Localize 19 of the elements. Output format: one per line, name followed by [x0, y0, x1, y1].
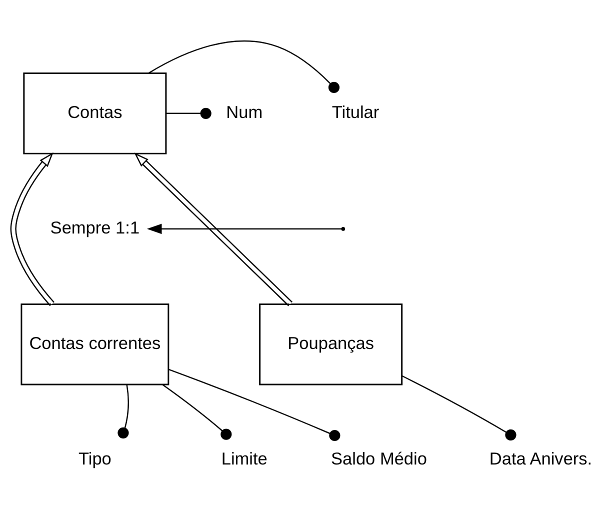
node-box: Contas correntes [20, 303, 170, 386]
node-text: Titular [332, 102, 380, 122]
connector [166, 108, 212, 119]
node-box: Contas [23, 72, 167, 154]
node-text: Saldo Médio [330, 448, 427, 468]
node-text: Num [226, 102, 263, 122]
connector [162, 384, 232, 440]
node-text: Tipo [78, 448, 112, 468]
connector [148, 40, 340, 94]
node-text: Limite [221, 448, 268, 468]
connector [168, 368, 340, 442]
arrow [134, 152, 293, 306]
arrow [10, 152, 54, 306]
node-text: Data Anivers. [489, 448, 592, 468]
connector [118, 384, 129, 438]
arrow [146, 224, 342, 234]
node-box: Poupanças [259, 303, 403, 386]
connector [402, 375, 516, 441]
node-text: Sempre 1:1 [50, 217, 140, 238]
